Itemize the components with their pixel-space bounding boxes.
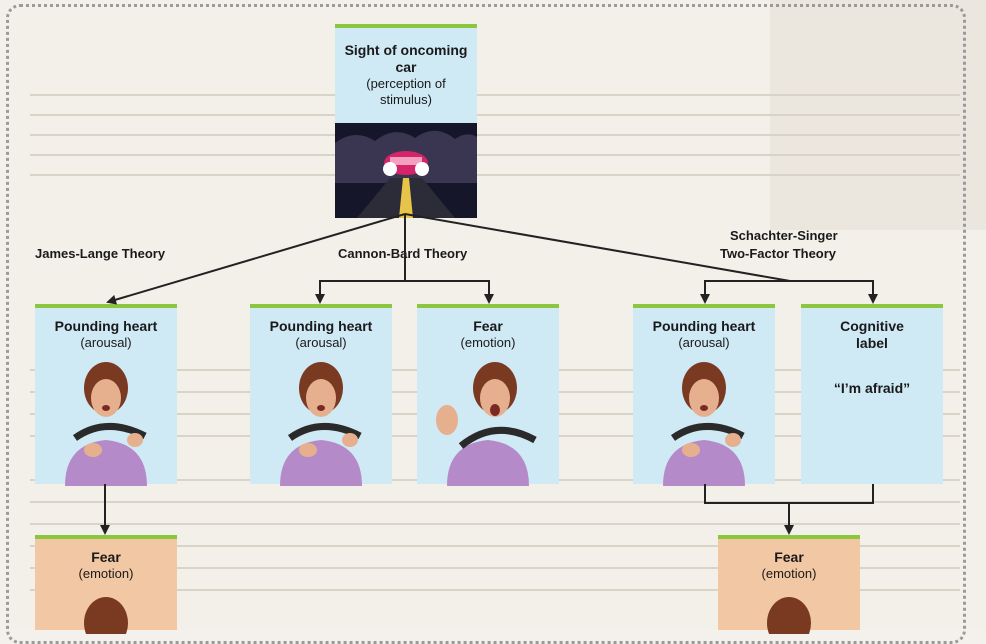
stimulus-box: Sight of oncoming car (perception of sti…	[335, 24, 477, 218]
stimulus-sub-line1: (perception of	[366, 76, 446, 91]
cb-arousal-sub: (arousal)	[295, 335, 347, 350]
woman-driver-illustration	[65, 362, 147, 486]
ss-arousal-sub: (arousal)	[678, 335, 730, 350]
line-ss-branch	[704, 280, 874, 300]
ss-cognitive-quote: “I’m afraid”	[833, 380, 911, 396]
ss-cognitive-title-line2: label	[856, 335, 888, 351]
woman-fear-illustration	[767, 597, 811, 634]
cb-fear-title: Fear	[473, 318, 503, 334]
cb-arousal-box: Pounding heart (arousal)	[250, 304, 392, 486]
woman-driver-illustration	[280, 362, 362, 486]
woman-driver-illustration	[663, 362, 745, 486]
stimulus-title-line2: car	[395, 59, 417, 75]
connector-arrows	[100, 213, 878, 535]
ss-arousal-title: Pounding heart	[652, 318, 756, 334]
cb-arousal-title: Pounding heart	[269, 318, 373, 334]
ss-fear-sub: (emotion)	[761, 566, 817, 581]
cannon-bard-label: Cannon-Bard Theory	[338, 246, 468, 261]
line-ss-merge	[704, 484, 874, 504]
schachter-singer-label-line1: Schachter-Singer	[730, 228, 838, 243]
ss-cognitive-title-line1: Cognitive	[840, 318, 904, 334]
woman-scared-illustration	[436, 362, 537, 486]
cb-fear-sub: (emotion)	[460, 335, 516, 350]
jl-arousal-box: Pounding heart (arousal)	[35, 304, 177, 486]
stimulus-sub-line2: stimulus)	[379, 92, 432, 107]
cb-fear-box: Fear (emotion)	[417, 304, 559, 486]
arrow-stimulus-to-jl	[106, 213, 406, 305]
jl-fear-sub: (emotion)	[78, 566, 134, 581]
line-cb-branch	[319, 280, 490, 302]
jl-arousal-title: Pounding heart	[54, 318, 158, 334]
jl-fear-title: Fear	[91, 549, 121, 565]
woman-fear-illustration	[84, 597, 128, 634]
stimulus-title-line1: Sight of oncoming	[344, 42, 468, 58]
ss-arousal-box: Pounding heart (arousal)	[633, 304, 775, 486]
ss-fear-title: Fear	[774, 549, 804, 565]
jl-fear-box: Fear (emotion)	[35, 535, 177, 634]
ss-cognitive-label-box: Cognitive label “I’m afraid”	[801, 304, 943, 484]
line-stimulus-to-ss	[404, 213, 791, 282]
schachter-singer-label-line2: Two-Factor Theory	[720, 246, 837, 261]
ss-fear-box: Fear (emotion)	[718, 535, 860, 634]
jl-arousal-sub: (arousal)	[80, 335, 132, 350]
james-lange-label: James-Lange Theory	[35, 246, 166, 261]
oncoming-car-illustration	[335, 123, 477, 218]
